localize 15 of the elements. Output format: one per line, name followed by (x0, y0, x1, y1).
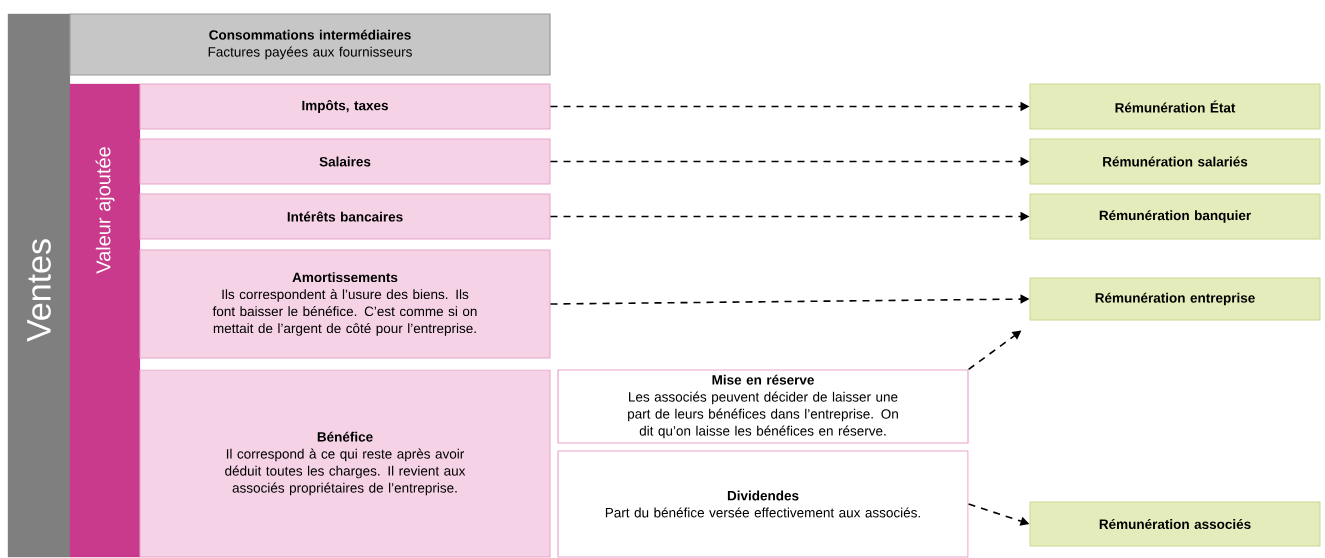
category-box: Consommations intermédiaires Factures payées aux fournisseurs (69, 13, 551, 76)
category-box: Amortissements Ils correspondent à l’usure des biens. Ils font baisser le bénéfice. C’est comme si on mettait de l’argent de côté pour l’entreprise. (139, 249, 551, 359)
side-band: Valeur ajoutée (69, 83, 141, 558)
category-box: Intérêts bancaires (139, 193, 551, 240)
recipient-box: Rémunération associés (1029, 501, 1321, 547)
recipient-box: Rémunération entreprise (1029, 277, 1321, 321)
category-box: Salaires (139, 138, 551, 185)
side-band: Ventes (7, 13, 71, 558)
recipient-box: Rémunération État (1029, 83, 1321, 130)
category-box: Bénéfice Il correspond à ce qui reste après avoir déduit toutes les charges. Il revient aux associés propriétaires de l’entreprise. (139, 369, 551, 558)
recipient-box: Rémunération salariés (1029, 138, 1321, 185)
note-box: Dividendes Part du bénéfice versée effectivement aux associés. (557, 450, 969, 558)
category-box: Impôts, taxes (139, 83, 551, 130)
recipient-box: Rémunération banquier (1029, 193, 1321, 240)
note-box: Mise en réserve Les associés peuvent décider de laisser une part de leurs bénéfices dans l’entreprise. On dit qu’on laisse les bénéfices en réserve. (557, 369, 969, 444)
